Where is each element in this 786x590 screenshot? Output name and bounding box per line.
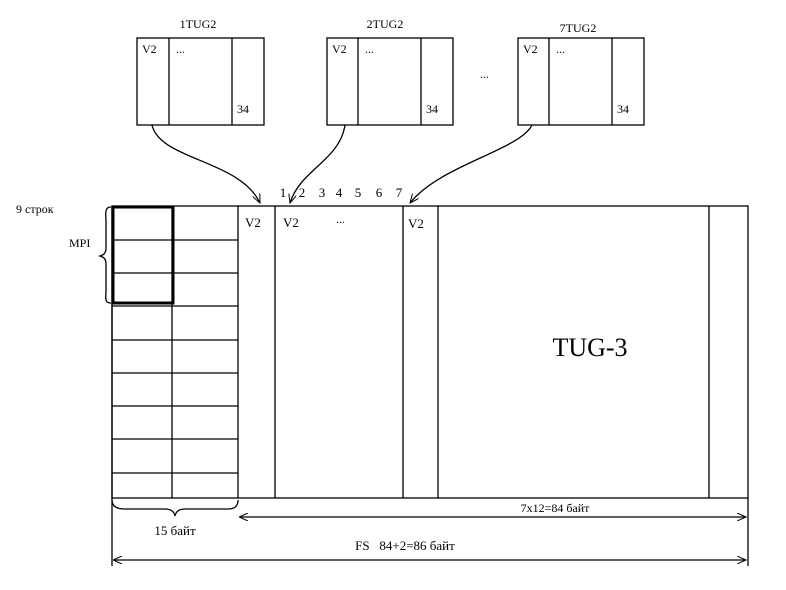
tug2-box-dots: ... <box>556 42 565 56</box>
column-number: 3 <box>319 185 326 200</box>
overhead-brace <box>111 499 239 517</box>
total-width-label: FS 84+2=86 байт <box>355 538 455 553</box>
tug2-box-title: 7TUG2 <box>560 21 597 35</box>
frame-v2-label: V2 <box>408 216 424 231</box>
mpi-label: MPI <box>69 236 90 250</box>
tug2-box-1: 1TUG2 V2 ... 34 <box>136 17 265 126</box>
mpi-brace <box>97 206 112 304</box>
frame-v2-label: V2 <box>283 215 299 230</box>
column-number: 2 <box>299 185 306 200</box>
mpi-highlight <box>111 205 175 305</box>
frame-border <box>111 205 749 499</box>
tug2-box-frame <box>326 37 454 126</box>
tug2-box-first-label: V2 <box>142 42 157 56</box>
tug2-box-last-label: 34 <box>617 102 629 116</box>
rows-label: 9 строк <box>16 202 54 216</box>
between-boxes-dots: ... <box>480 67 489 81</box>
tug2-box-last-label: 34 <box>426 102 438 116</box>
column-number: 7 <box>396 185 403 200</box>
overhead-width-label: 15 байт <box>154 523 196 538</box>
tug2-box-last-label: 34 <box>237 102 249 116</box>
main-frame: V2 V2 ... V2 TUG-3 <box>111 205 749 566</box>
frame-inner-dots: ... <box>336 212 345 226</box>
tug2-box-first-label: V2 <box>523 42 538 56</box>
tug2-box-first-label: V2 <box>332 42 347 56</box>
payload-width-label: 7x12=84 байт <box>521 501 591 515</box>
tug2-box-dots: ... <box>365 42 374 56</box>
column-number: 1 <box>280 185 287 200</box>
tug2-box-dots: ... <box>176 42 185 56</box>
tug2-box-title: 1TUG2 <box>180 17 217 31</box>
column-number: 4 <box>336 185 343 200</box>
column-numbers: 1 2 3 4 5 6 7 <box>280 185 403 200</box>
overhead-rows <box>112 239 238 474</box>
column-number: 5 <box>355 185 362 200</box>
tug2-box-7: 7TUG2 V2 ... 34 <box>517 21 645 126</box>
tug2-box-frame <box>136 37 265 126</box>
map-arrow-1 <box>151 124 261 203</box>
map-arrow-2 <box>290 124 346 203</box>
column-number: 6 <box>376 185 383 200</box>
tug2-box-frame <box>517 37 645 126</box>
frame-v2-label: V2 <box>245 215 261 230</box>
tug2-box-title: 2TUG2 <box>367 17 404 31</box>
tug3-label: TUG-3 <box>552 333 627 362</box>
map-arrow-7 <box>410 124 533 203</box>
tug2-box-2: 2TUG2 V2 ... 34 <box>326 17 454 126</box>
